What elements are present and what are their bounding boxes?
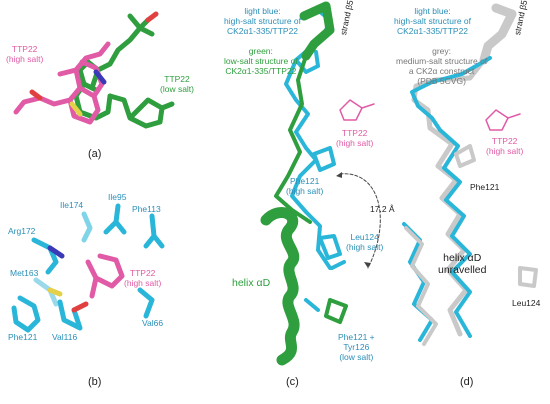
residue-ile174-label: Ile174 — [60, 200, 84, 210]
legend-line: CK2α1-335/TTP22 — [226, 26, 299, 36]
panel-c-legend-green: green: low-salt structure of CK2α1-335/T… — [224, 46, 298, 76]
legend-line: low-salt structure of — [224, 56, 298, 66]
legend-line: a CK2α construct — [408, 66, 475, 76]
residue-val66-label: Val66 — [142, 318, 164, 328]
panel-d-letter: (d) — [460, 376, 474, 388]
panel-d-molecules — [402, 3, 538, 346]
panel-b-letter: (b) — [88, 376, 102, 388]
label-line: (high salt) — [336, 138, 374, 148]
panel-d-helix-label: helix αD unravelled — [438, 252, 486, 276]
label-line: TTP22 — [11, 44, 38, 54]
panel-d-leu124-label: Leu124 — [512, 298, 541, 308]
panel-c-phe121-label: Phe121 (high salt) — [286, 176, 323, 196]
label-line: (low salt) — [160, 84, 195, 94]
label-line: Phe121 — [290, 176, 320, 186]
label-line: TTP22 — [491, 136, 518, 146]
label-line: TTP22 — [129, 268, 156, 278]
panel-c-phe121-tyr126-label: Phe121 + Tyr126 (low salt) — [338, 332, 375, 362]
panel-a-ttp22-high-label: TTP22 (high salt) — [6, 44, 43, 64]
label-line: (low salt) — [339, 352, 374, 362]
panel-b-ttp22-label: TTP22 (high salt) — [124, 268, 161, 288]
panel-c-ttp22-label: TTP22 (high salt) — [336, 128, 373, 148]
legend-line: medium-salt structure of — [396, 56, 488, 66]
legend-line: (PDB 5CVG) — [417, 76, 466, 86]
label-line: (high salt) — [486, 146, 524, 156]
label-line: (high salt) — [286, 186, 324, 196]
label-line: unravelled — [438, 264, 487, 276]
legend-line: light blue: — [244, 6, 281, 16]
panel-b-molecules — [11, 203, 165, 333]
label-line: Phe121 + — [338, 332, 375, 342]
panel-c-distance-label: 17.2 Å — [370, 204, 395, 214]
legend-line: light blue: — [414, 6, 451, 16]
label-line: (high salt) — [6, 54, 44, 64]
panel-a-ttp22-low-label: TTP22 (low salt) — [160, 74, 194, 94]
panel-c-helix-label: helix αD — [232, 277, 271, 289]
panel-d-legend-grey: grey: medium-salt structure of a CK2α co… — [396, 46, 487, 86]
label-line: TTP22 — [341, 128, 368, 138]
legend-line: high-salt structure of — [224, 16, 302, 26]
residue-phe121-label: Phe121 — [8, 332, 38, 342]
residue-met163-label: Met163 — [10, 268, 39, 278]
residue-val116-label: Val116 — [52, 332, 78, 342]
label-line: (high salt) — [346, 242, 384, 252]
residue-phe113-label: Phe113 — [132, 204, 161, 214]
panel-c-legend-blue: light blue: high-salt structure of CK2α1… — [224, 6, 301, 36]
panel-d-legend-blue: light blue: high-salt structure of CK2α1… — [394, 6, 471, 36]
panel-c-molecules — [260, 1, 381, 366]
residue-ile95-label: Ile95 — [108, 192, 127, 202]
label-line: Leu124 — [350, 232, 379, 242]
residue-arg172-label: Arg172 — [8, 226, 36, 236]
legend-line: grey: — [432, 46, 452, 56]
legend-line: green: — [248, 46, 273, 56]
panel-c-leu124-label: Leu124 (high salt) — [346, 232, 383, 252]
panel-d-ttp22-label: TTP22 (high salt) — [486, 136, 523, 156]
label-line: helix αD — [443, 252, 482, 264]
legend-line: high-salt structure of — [394, 16, 472, 26]
panel-a-molecules — [13, 11, 175, 129]
panel-d-phe121-label: Phe121 — [470, 182, 500, 192]
label-line: TTP22 — [164, 74, 190, 84]
label-line: Tyr126 — [343, 342, 370, 352]
panel-a-letter: (a) — [88, 148, 102, 160]
legend-line: CK2α1-335/TTP22 — [225, 66, 297, 76]
label-line: (high salt) — [124, 278, 162, 288]
legend-line: CK2α1-335/TTP22 — [396, 26, 469, 36]
panel-c-letter: (c) — [286, 376, 299, 388]
